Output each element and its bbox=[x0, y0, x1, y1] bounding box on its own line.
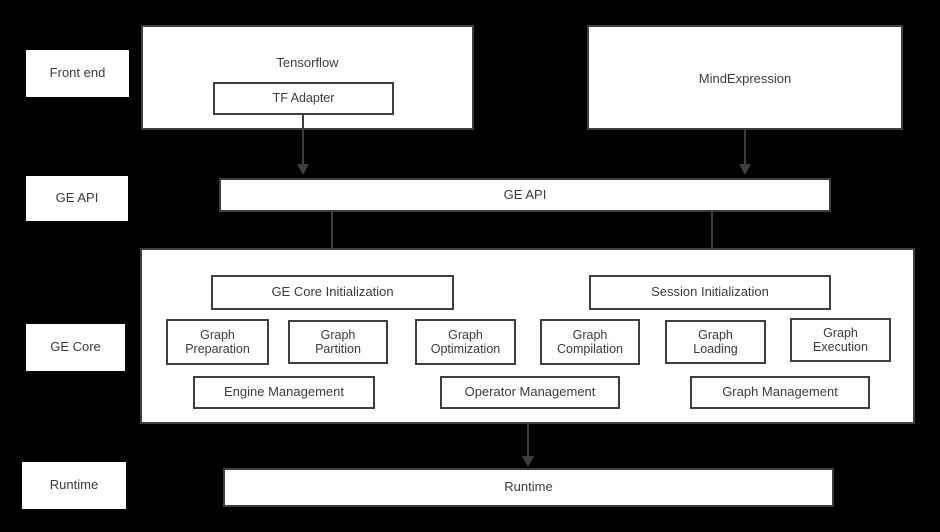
tensorflow-title: Tensorflow bbox=[276, 55, 339, 70]
ge-api-bar[interactable]: GE API bbox=[219, 178, 831, 212]
graph-compilation-box[interactable]: Graph Compilation bbox=[540, 319, 640, 365]
mindexpression-title: MindExpression bbox=[698, 71, 792, 86]
session-initialization-box[interactable]: Session Initialization bbox=[589, 275, 831, 310]
graph-partition-box[interactable]: Graph Partition bbox=[288, 320, 388, 364]
graph-execution-box[interactable]: Graph Execution bbox=[790, 318, 891, 362]
connector-ge-core-to-runtime-line bbox=[527, 424, 529, 458]
connector-ge-api-to-session-init-line bbox=[711, 212, 713, 264]
connector-ge-api-to-ge-core-init-line bbox=[331, 212, 333, 264]
layer-label-runtime: Runtime bbox=[22, 462, 126, 509]
tf-adapter-box[interactable]: TF Adapter bbox=[213, 82, 394, 115]
graph-preparation-box[interactable]: Graph Preparation bbox=[166, 319, 269, 365]
layer-label-front-end: Front end bbox=[26, 50, 129, 97]
graph-loading-box[interactable]: Graph Loading bbox=[665, 320, 766, 364]
connector-mindexpression-to-ge-api-line bbox=[744, 130, 746, 166]
runtime-bar[interactable]: Runtime bbox=[223, 468, 834, 507]
connector-tf-adapter-to-ge-api-line bbox=[302, 114, 304, 166]
connector-ge-core-to-runtime-arrowhead bbox=[522, 456, 534, 467]
connector-mindexpression-to-ge-api-arrowhead bbox=[739, 164, 751, 175]
layer-label-ge-api: GE API bbox=[26, 176, 128, 221]
engine-management-box[interactable]: Engine Management bbox=[193, 376, 375, 409]
operator-management-box[interactable]: Operator Management bbox=[440, 376, 620, 409]
connector-tf-adapter-to-ge-api-arrowhead bbox=[297, 164, 309, 175]
layer-label-ge-core: GE Core bbox=[26, 324, 125, 371]
graph-optimization-box[interactable]: Graph Optimization bbox=[415, 319, 516, 365]
graph-management-box[interactable]: Graph Management bbox=[690, 376, 870, 409]
ge-core-initialization-box[interactable]: GE Core Initialization bbox=[211, 275, 454, 310]
mindexpression-container[interactable] bbox=[587, 25, 903, 130]
